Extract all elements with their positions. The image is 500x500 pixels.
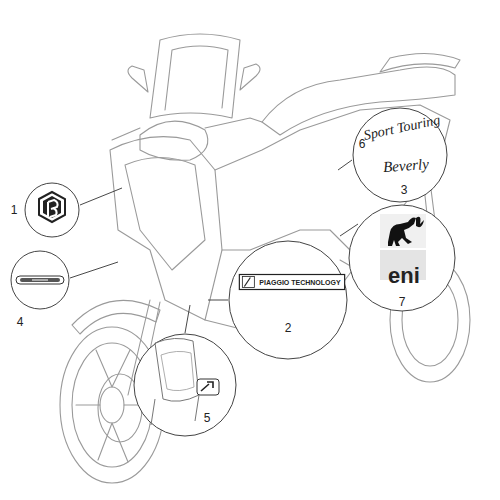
circle-outline xyxy=(229,241,347,359)
callout-circle: Sport Touring6Beverly3 xyxy=(352,107,448,203)
circle-outline xyxy=(134,334,236,436)
callout-number: 1 xyxy=(11,204,18,216)
handlebar xyxy=(112,118,262,140)
callout-number: 2 xyxy=(285,322,292,334)
leader-line xyxy=(80,188,122,205)
logo-text: eni xyxy=(388,265,420,287)
callout-circle: eni 7 xyxy=(348,204,456,312)
front-hub xyxy=(100,387,124,423)
callout-circle: 1 xyxy=(24,182,80,238)
circle-outline xyxy=(228,240,348,360)
callout-number: 3 xyxy=(401,184,408,196)
circle-outline xyxy=(25,183,79,237)
circle-outline xyxy=(353,108,447,202)
callout-number: 7 xyxy=(399,296,406,308)
decal-text: PIAGGIO TECHNOLOGY xyxy=(259,279,340,286)
circle-outline xyxy=(24,182,80,238)
circle-outline xyxy=(133,333,237,437)
callout-number: 6 xyxy=(359,138,366,150)
leader-line xyxy=(185,305,190,333)
decal-label xyxy=(239,275,344,290)
leader-line xyxy=(208,300,228,301)
headlight xyxy=(140,121,208,160)
leader-line xyxy=(70,262,118,278)
callout-circle: 5 xyxy=(133,333,237,437)
mudguard xyxy=(72,300,160,334)
grab-rail xyxy=(380,53,460,72)
circle-outline xyxy=(349,205,455,311)
mirror xyxy=(128,64,260,92)
decal-graphic xyxy=(151,338,219,425)
windscreen-inner xyxy=(165,46,228,110)
body-side xyxy=(215,105,450,260)
windscreen xyxy=(150,34,240,118)
callout-number: 4 xyxy=(17,316,24,328)
decal-script: Beverly xyxy=(383,157,430,175)
circle-outline xyxy=(11,251,69,309)
leader-line xyxy=(338,160,352,170)
circle-outline xyxy=(10,250,70,310)
front-shield xyxy=(110,137,222,320)
decal-graphic xyxy=(16,276,64,284)
callout-number: 5 xyxy=(204,412,211,424)
callout-circle: PIAGGIO TECHNOLOGY 2 xyxy=(228,240,348,360)
callout-circle: 4 xyxy=(10,250,70,310)
decal-graphic xyxy=(39,192,65,222)
shield-panel xyxy=(125,158,205,271)
